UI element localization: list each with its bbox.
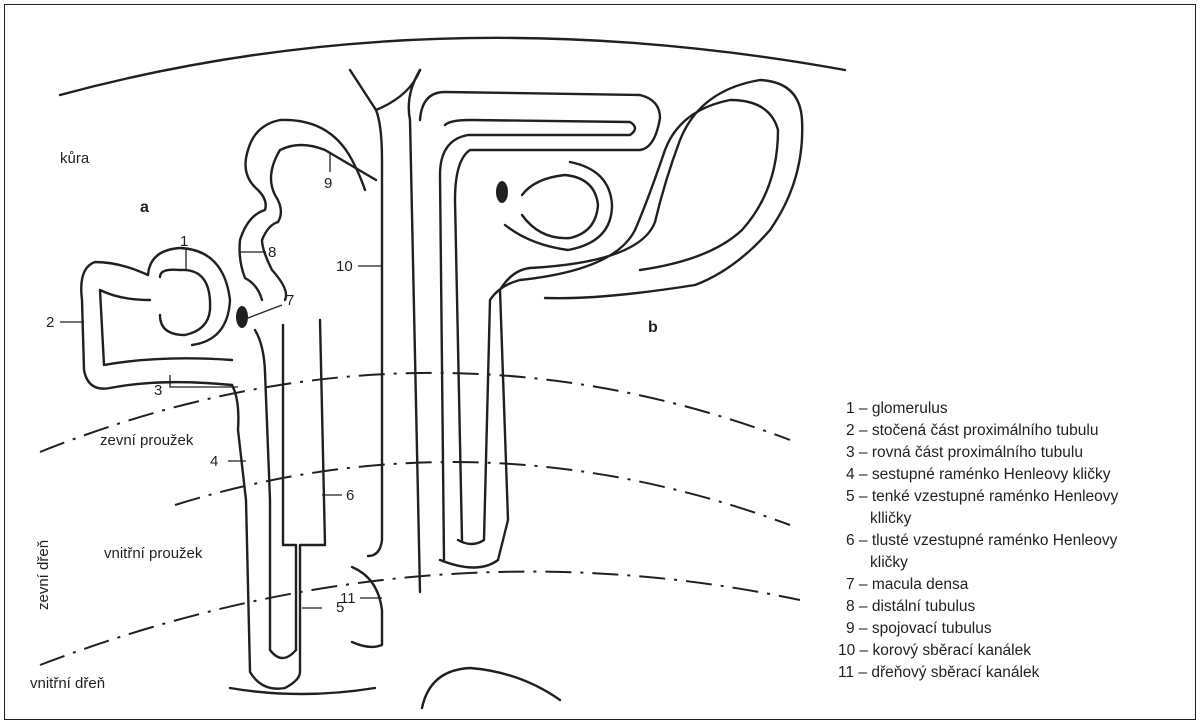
legend-item-3: 3 – rovná část proximálního tubulu xyxy=(846,444,1083,461)
nephron-a-label: a xyxy=(140,199,149,216)
descending-limb-a-outer xyxy=(232,385,300,689)
legend-item-7: 7 – macula densa xyxy=(846,576,969,593)
part-number-1: 1 xyxy=(180,233,188,250)
nephron-b-outer xyxy=(440,80,802,568)
legend-item-2: 2 – stočená část proximálního tubulu xyxy=(846,422,1098,439)
legend-item-11: 11 – dřeňový sběrací kanálek xyxy=(838,664,1040,681)
legend-item-1: 1 – glomerulus xyxy=(846,400,948,417)
legend-item-10: 10 – korový sběrací kanálek xyxy=(838,642,1031,659)
legend-item-5: 5 – tenké vzestupné raménko Henleovy xyxy=(846,488,1119,505)
legend-item-6: 6 – tlusté vzestupné raménko Henleovy xyxy=(846,532,1118,549)
part-number-2: 2 xyxy=(46,314,54,331)
collecting-duct-upper-join xyxy=(376,70,420,110)
glomerulus-a xyxy=(160,270,210,335)
zone-label-outer-stripe: zevní proužek xyxy=(100,432,194,449)
bottom-boundary-left xyxy=(230,688,375,694)
legend-item-8: 8 – distální tubulus xyxy=(846,598,976,615)
part-number-3: 3 xyxy=(154,382,162,399)
part-number-6: 6 xyxy=(346,487,354,504)
macula-densa-b xyxy=(496,181,508,203)
nephron-b-ascending xyxy=(440,120,635,560)
ascending-limb-a-outer xyxy=(300,320,325,672)
nephron-b-label: b xyxy=(648,319,658,336)
legend-item-9: 9 – spojovací tubulus xyxy=(846,620,992,637)
leader-7 xyxy=(248,305,282,318)
macula-densa-a xyxy=(236,306,248,328)
ascending-limb-a-inner xyxy=(283,325,296,650)
part-number-7: 7 xyxy=(286,292,294,309)
part-number-9: 9 xyxy=(324,175,332,192)
legend: 1 – glomerulus 2 – stočená část proximál… xyxy=(838,400,1119,681)
zone-label-inner-medulla: vnitřní dřeň xyxy=(30,675,105,692)
glomerulus-b xyxy=(522,175,598,238)
medullary-duct-left xyxy=(352,567,382,647)
collecting-duct-right-wall xyxy=(409,70,420,592)
legend-item-6-cont: kličky xyxy=(870,554,908,571)
descending-limb-a-inner xyxy=(255,330,296,658)
zone-label-outer-medulla: zevní dřeň xyxy=(35,540,52,610)
proximal-convoluted-a-inner xyxy=(100,290,232,365)
bottom-boundary-right xyxy=(422,668,560,708)
legend-item-4: 4 – sestupné raménko Henleovy kličky xyxy=(846,466,1111,483)
part-number-11: 11 xyxy=(340,590,356,607)
boundary-outer-inner-stripe xyxy=(175,462,790,525)
kidney-surface-line xyxy=(60,38,845,95)
legend-item-5-cont: klličky xyxy=(870,510,912,527)
part-number-10: 10 xyxy=(336,258,353,275)
part-number-8: 8 xyxy=(268,244,276,261)
part-number-4: 4 xyxy=(210,453,218,470)
nephron-b-descending xyxy=(420,92,660,540)
proximal-convoluted-a-outer xyxy=(81,262,232,389)
bowman-capsule-a xyxy=(148,248,230,345)
collecting-duct-left-wall xyxy=(350,70,382,556)
zone-label-cortex: kůra xyxy=(60,150,90,167)
distal-tubule-a-inner xyxy=(262,145,376,300)
zone-label-inner-stripe: vnitřní proužek xyxy=(104,545,203,562)
